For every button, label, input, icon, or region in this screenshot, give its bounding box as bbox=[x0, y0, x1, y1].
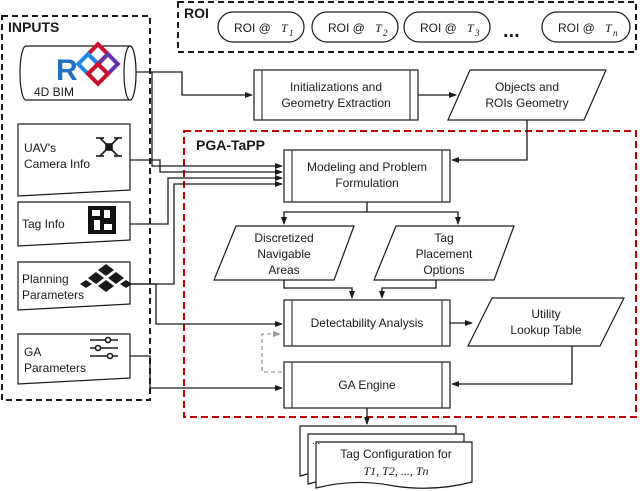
svg-text:R: R bbox=[56, 54, 78, 87]
roi-pill-sub: 2 bbox=[383, 28, 388, 38]
inputs-title: INPUTS bbox=[8, 19, 59, 35]
roi-pill-1: ROI @ T 1 bbox=[217, 11, 305, 43]
connectors bbox=[130, 71, 573, 425]
output-line1: Tag Configuration for bbox=[340, 447, 451, 461]
arrow-utility-to-engine bbox=[451, 346, 573, 387]
output-line2: T1, T2, ..., Tn bbox=[363, 464, 428, 478]
roi-pill-sub: 3 bbox=[474, 28, 480, 38]
arrow-navigable-to-detect bbox=[283, 280, 355, 299]
init-geometry-line2: Geometry Extraction bbox=[281, 96, 390, 110]
revit-logo: R bbox=[56, 54, 78, 87]
apriltag-icon bbox=[88, 206, 116, 234]
roi-pill-sub: 1 bbox=[289, 28, 294, 38]
roi-pill-var: T bbox=[281, 21, 289, 35]
arrow-bim-to-modeling bbox=[151, 72, 283, 169]
modeling-box bbox=[283, 149, 451, 203]
camera-info-line2: Camera Info bbox=[24, 157, 90, 171]
arrow-gaparams-to-engine bbox=[130, 355, 283, 391]
arrow-camera-to-modeling bbox=[130, 159, 283, 175]
pga-tapp-region bbox=[183, 130, 637, 418]
ga-params-line1: GA bbox=[24, 345, 41, 359]
roi-title: ROI bbox=[184, 5, 209, 21]
arrow-modeling-to-placement bbox=[367, 211, 461, 225]
roi-region bbox=[177, 1, 637, 53]
modeling-line2: Formulation bbox=[335, 176, 398, 190]
detectability-label: Detectability Analysis bbox=[311, 316, 424, 330]
ga-params-line2: Parameters bbox=[24, 361, 86, 375]
planning-params-line1: Planning bbox=[22, 272, 69, 286]
output-documents bbox=[299, 425, 473, 489]
roi-pill-3: ROI @ T 3 bbox=[403, 11, 491, 43]
roi-pill-var: T bbox=[605, 21, 613, 35]
init-geometry-box bbox=[253, 69, 419, 121]
roi-pill-prefix: ROI @ bbox=[420, 21, 460, 35]
ga-engine-label: GA Engine bbox=[338, 378, 396, 392]
roi-pill-var: T bbox=[467, 21, 475, 35]
roi-pill-prefix: ROI @ bbox=[558, 21, 598, 35]
navigable-line1: Discretized bbox=[254, 231, 313, 245]
objects-rois-box bbox=[447, 69, 607, 121]
sliders-icon bbox=[90, 336, 118, 360]
utility-line1: Utility bbox=[531, 307, 560, 321]
arrow-tag-to-modeling bbox=[130, 175, 283, 225]
navigable-line3: Areas bbox=[268, 263, 299, 277]
utility-table-box bbox=[467, 297, 625, 347]
ga-params-box bbox=[17, 333, 131, 385]
objects-rois-line2: ROIs Geometry bbox=[485, 96, 568, 110]
arrow-placement-to-detect bbox=[379, 280, 437, 299]
roi-pill-sub: n bbox=[613, 28, 618, 38]
navigable-areas-box bbox=[213, 225, 355, 281]
modeling-line1: Modeling and Problem bbox=[307, 160, 427, 174]
roi-pill-n: ROI @ T n bbox=[541, 11, 631, 43]
objects-rois-line1: Objects and bbox=[495, 80, 559, 94]
placement-line3: Options bbox=[423, 263, 464, 277]
navigable-line2: Navigable bbox=[257, 247, 311, 261]
planning-params-line2: Parameters bbox=[22, 288, 84, 302]
drone-icon bbox=[96, 137, 122, 157]
roi-pill-prefix: ROI @ bbox=[328, 21, 368, 35]
placement-line1: Tag bbox=[434, 231, 453, 245]
detectability-box bbox=[283, 299, 451, 347]
pga-tapp-title: PGA-TaPP bbox=[196, 137, 265, 153]
grid-surface-icon bbox=[80, 264, 132, 292]
planning-params-box bbox=[17, 261, 131, 311]
arrow-modeling-to-navigable bbox=[281, 211, 367, 225]
roi-pill-2: ROI @ T 2 bbox=[311, 11, 399, 43]
inputs-region bbox=[1, 15, 151, 401]
placement-line2: Placement bbox=[416, 247, 473, 261]
placement-options-box bbox=[373, 225, 515, 281]
arrow-planning-to-detect bbox=[130, 283, 283, 327]
roi-pill-prefix: ROI @ bbox=[234, 21, 274, 35]
camera-info-line1: UAV's bbox=[24, 141, 56, 155]
init-geometry-line1: Initializations and bbox=[290, 80, 382, 94]
roi-pill-var: T bbox=[375, 21, 383, 35]
bim-cylinder bbox=[19, 45, 137, 101]
bim-logo bbox=[75, 41, 121, 87]
utility-line2: Lookup Table bbox=[510, 323, 582, 337]
camera-info-box bbox=[17, 123, 131, 197]
tag-info-label: Tag Info bbox=[22, 217, 65, 231]
roi-ellipsis: ... bbox=[503, 20, 520, 42]
arrow-objects-to-modeling bbox=[451, 120, 528, 163]
output-dots: ... bbox=[312, 436, 320, 447]
arrow-bim-to-init bbox=[136, 71, 253, 98]
feedback-engine-to-detect bbox=[261, 331, 282, 373]
bim-label: 4D BIM bbox=[34, 85, 74, 99]
